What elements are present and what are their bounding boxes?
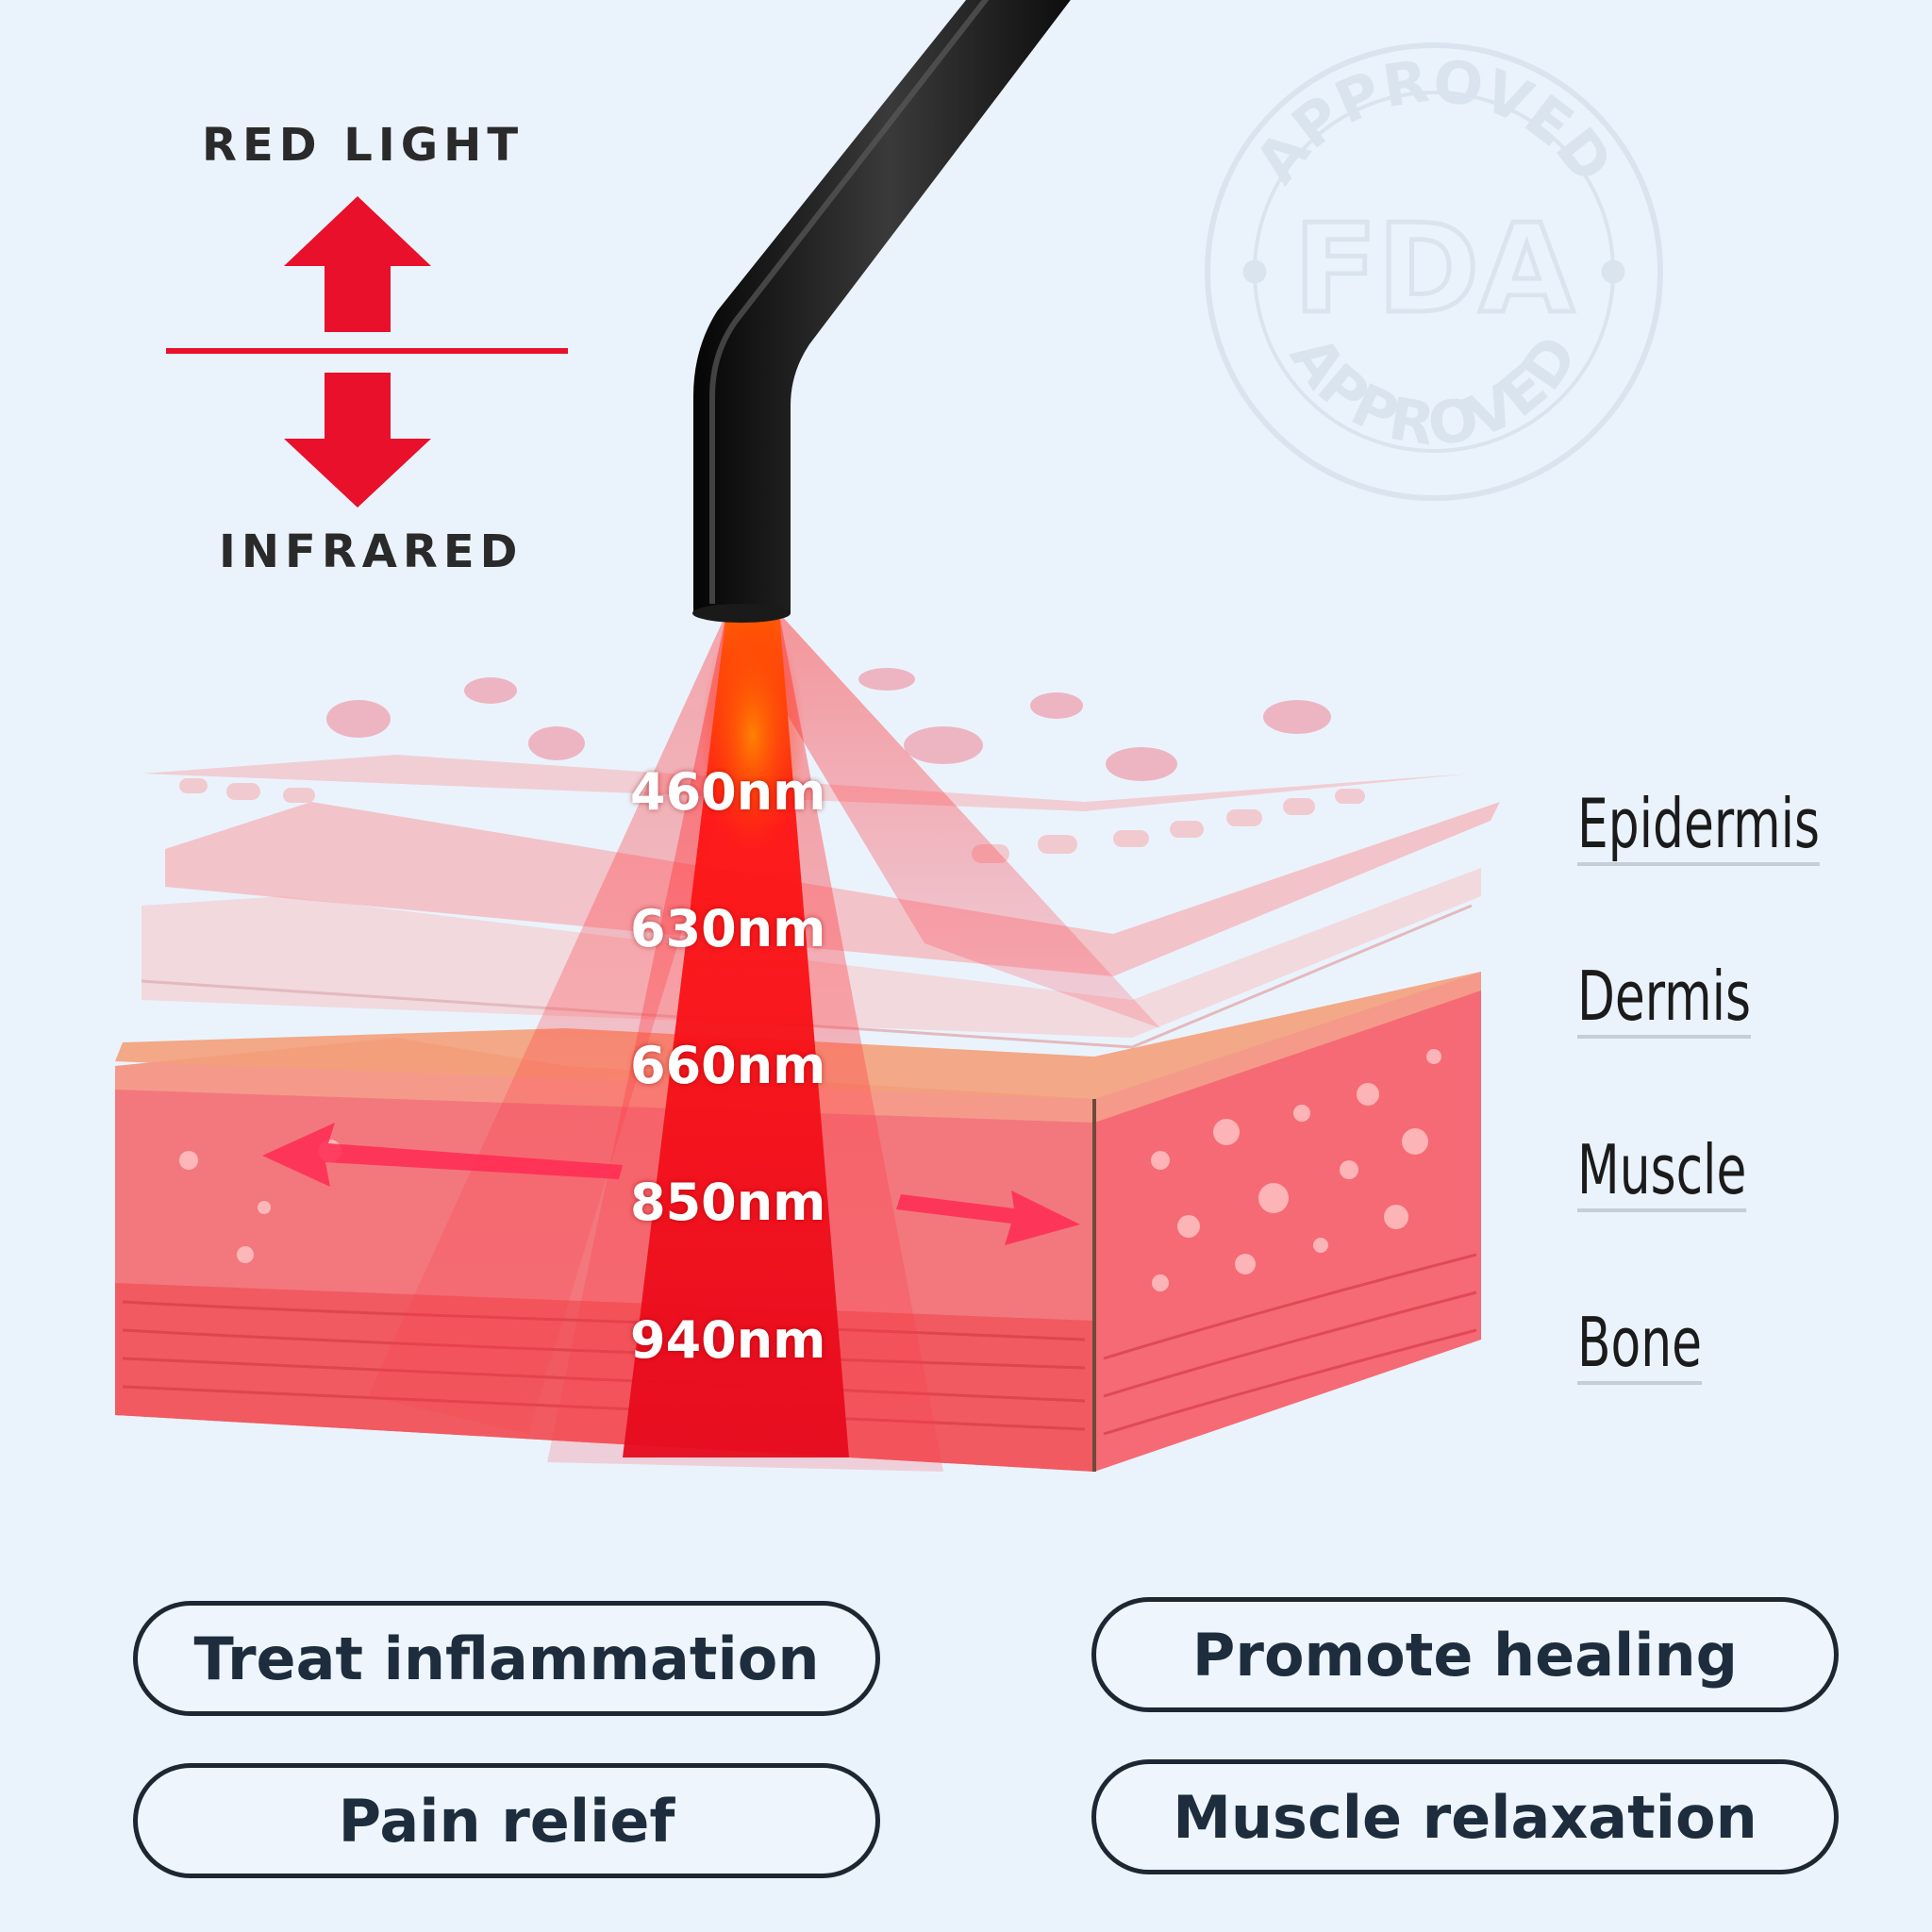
wavelength-label: 630nm: [630, 899, 826, 958]
svg-text:FDA: FDA: [1293, 197, 1574, 341]
light-beam: [368, 613, 1160, 1472]
spread-arrows: [262, 1123, 1080, 1245]
layer-label-bone: Bone: [1577, 1307, 1702, 1385]
direction-arrows: [166, 196, 568, 508]
dermis-layer: [141, 868, 1481, 1049]
layer-label-epidermis: Epidermis: [1577, 788, 1821, 866]
left-arrow-icon: [262, 1123, 623, 1187]
benefit-treat-inflammation: Treat inflammation: [133, 1601, 880, 1716]
wavelength-label: 940nm: [630, 1310, 826, 1370]
wand-handle: [692, 0, 1071, 623]
benefit-promote-healing: Promote healing: [1091, 1597, 1839, 1712]
infrared-label: INFRARED: [219, 525, 524, 578]
wavelength-label: 850nm: [630, 1173, 826, 1232]
benefit-pain-relief: Pain relief: [133, 1763, 880, 1878]
red-light-label: RED LIGHT: [202, 119, 525, 172]
wavelength-label: 660nm: [630, 1036, 826, 1095]
layer-label-muscle: Muscle: [1577, 1134, 1747, 1212]
wavelength-label: 460nm: [630, 762, 826, 822]
layer-label-dermis: Dermis: [1577, 960, 1751, 1039]
svg-text:APPROVED: APPROVED: [1276, 324, 1591, 459]
right-arrow-icon: [896, 1191, 1080, 1245]
up-arrow-icon: [284, 196, 431, 332]
fda-stamp: FDA APPROVED APPROVED: [1205, 42, 1663, 501]
svg-text:APPROVED: APPROVED: [1241, 46, 1626, 196]
down-arrow-icon: [284, 373, 431, 508]
benefit-muscle-relaxation: Muscle relaxation: [1091, 1759, 1839, 1874]
